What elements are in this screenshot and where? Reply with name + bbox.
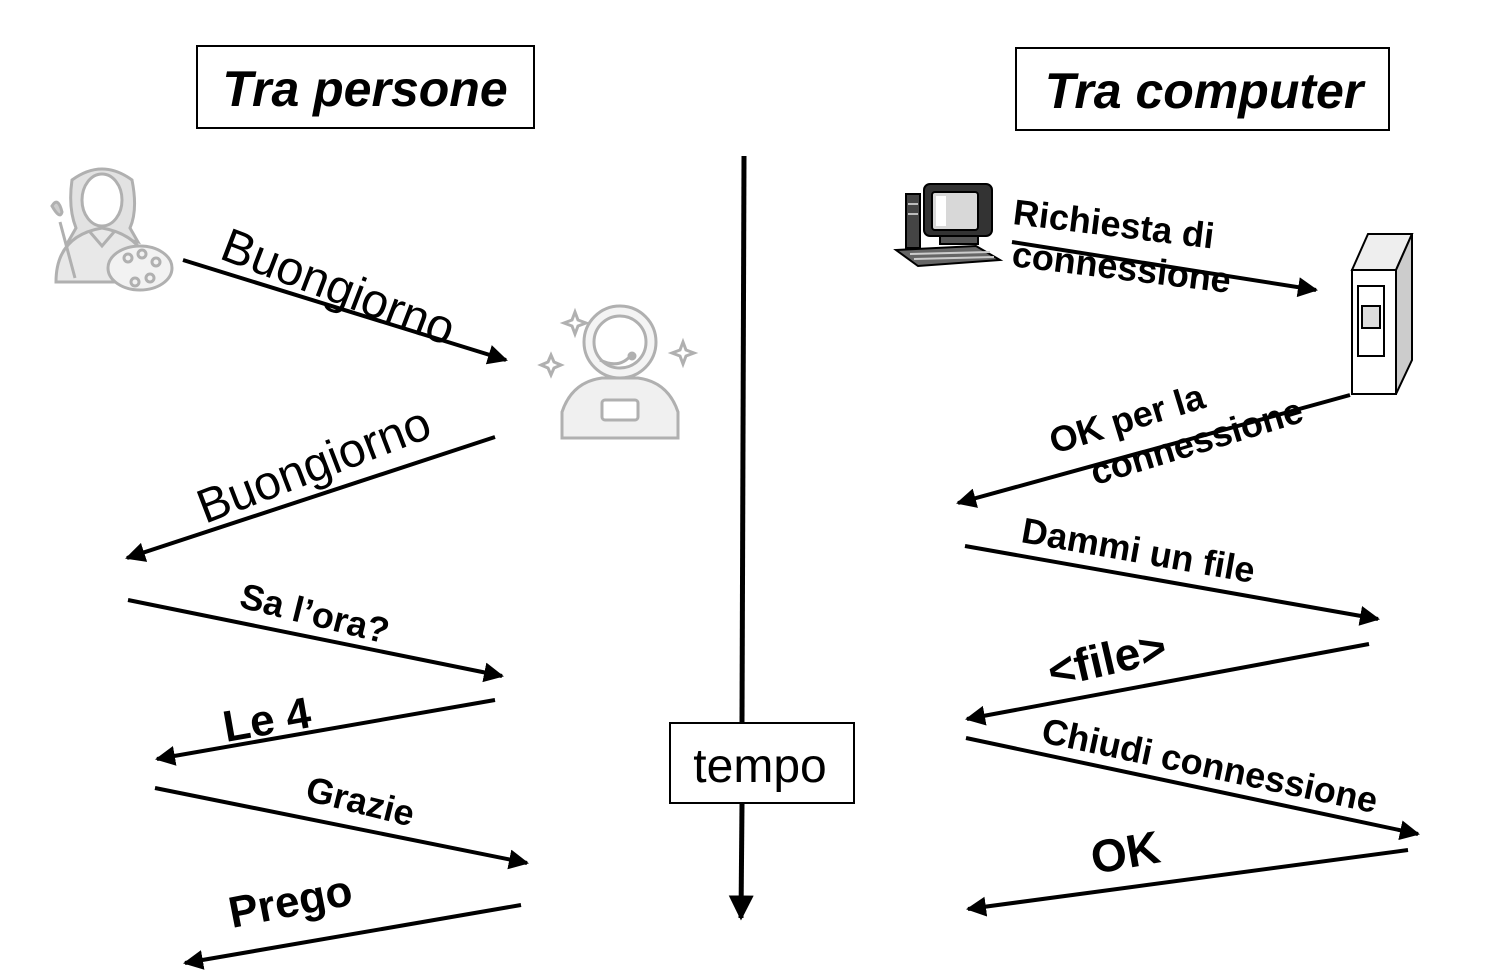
right-message-arrow <box>964 544 1380 626</box>
right-message-label: OK <box>1087 821 1164 884</box>
left-message-label: Prego <box>225 866 357 938</box>
right-title: Tra computer <box>1045 63 1366 119</box>
right-message-label-line: OK <box>1087 821 1164 884</box>
left-message-label: Grazie <box>302 768 419 834</box>
left-message-label: Sa l’ora? <box>236 575 393 652</box>
time-axis-line <box>739 155 747 723</box>
right-message-arrow <box>956 393 1351 508</box>
left-message-arrow <box>127 598 504 683</box>
left-message-arrow <box>125 435 496 562</box>
left-title: Tra persone <box>222 61 507 117</box>
left-message-labels: Buongiorno Buongiorno Sa l’ora? Le 4 Gra… <box>190 219 462 938</box>
server-tower-icon <box>1350 233 1414 395</box>
painter-icon <box>50 167 174 292</box>
left-message-label: Buongiorno <box>214 219 462 356</box>
left-message-label: Buongiorno <box>190 397 438 534</box>
right-message-label: Richiesta di connessione <box>1006 191 1239 301</box>
right-message-arrow <box>966 848 1409 917</box>
left-message-arrow <box>182 258 508 365</box>
left-title-box: Tra persone <box>196 45 535 129</box>
right-message-arrow <box>965 736 1420 841</box>
left-message-arrow <box>183 903 522 970</box>
desktop-computer-icon <box>893 183 1004 268</box>
time-axis-arrow <box>728 803 754 921</box>
left-message-arrows <box>125 258 529 970</box>
right-message-arrow <box>965 642 1370 726</box>
left-message-label: Le 4 <box>219 688 315 752</box>
time-axis: tempo <box>669 155 855 921</box>
time-axis-label: tempo <box>693 740 826 793</box>
right-message-labels: Richiesta di connessione OK per la conne… <box>1006 191 1382 884</box>
astronaut-icon <box>537 304 699 440</box>
left-message-arrow <box>154 786 529 870</box>
right-message-label: OK per la connessione <box>1044 349 1307 501</box>
time-axis-label-box <box>669 722 855 804</box>
right-title-box: Tra computer <box>1015 47 1390 131</box>
left-message-arrow <box>155 698 496 766</box>
right-message-arrow <box>1011 240 1318 298</box>
right-message-arrows <box>956 240 1420 917</box>
